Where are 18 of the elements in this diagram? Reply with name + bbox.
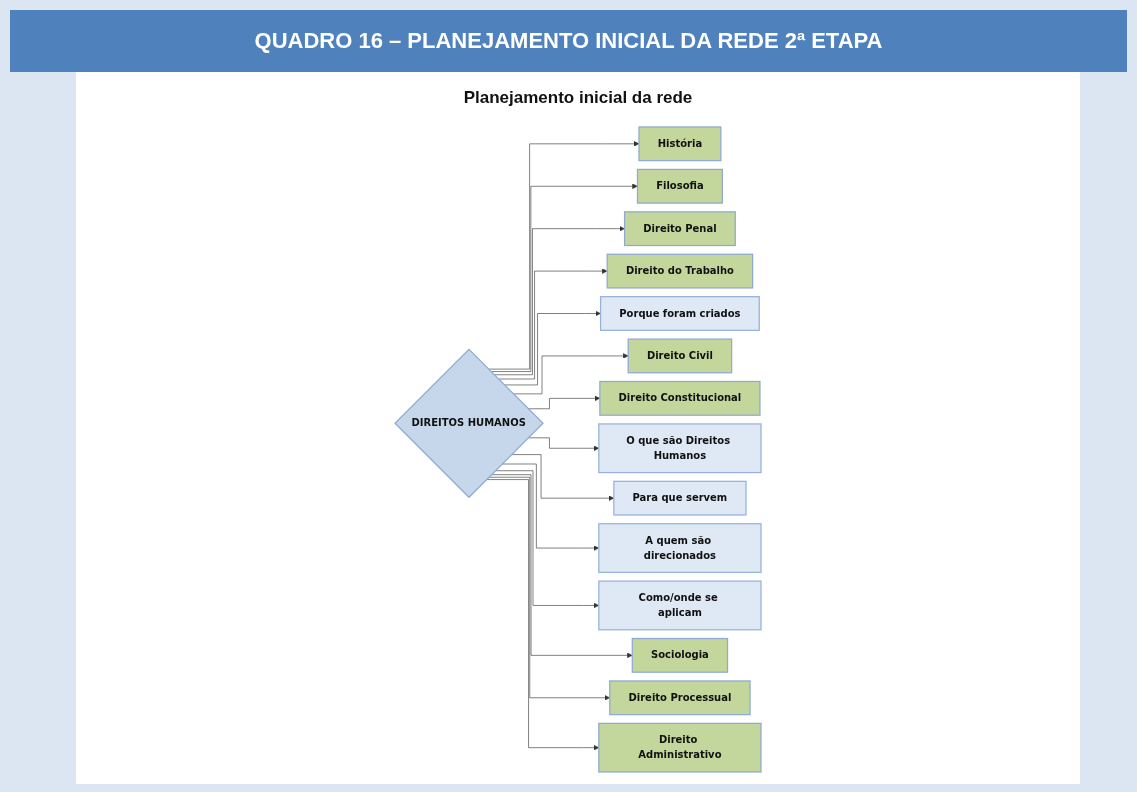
title-banner: QUADRO 16 – PLANEJAMENTO INICIAL DA REDE 2ª ETAPA (10, 10, 1127, 72)
node-diamond (394, 348, 544, 499)
node-box (606, 253, 754, 289)
node-box (598, 523, 762, 573)
node-box (598, 423, 762, 474)
node-box (627, 338, 733, 374)
node-box (636, 168, 723, 204)
node-box (609, 680, 751, 716)
node-box (599, 380, 761, 416)
node-box (638, 126, 722, 162)
diagram-heading: Planejamento inicial da rede (463, 88, 693, 107)
diagram-panel: Planejamento inicial da rede História Filosofia Direito Penal Direito do Trabalho Porque foram criados Direito Civil Direito Constitucional O que são Direitos Humanos Para que servem DIREITOS HUMANOS A quem são direcionados Como/onde se aplicam Sociologia Direito Processual Direito Administrativo (76, 72, 1080, 784)
node-box (631, 637, 729, 673)
node-box (598, 722, 762, 773)
node-box (623, 211, 736, 247)
node-box (613, 480, 747, 516)
node-box (599, 296, 760, 331)
node-box (598, 580, 762, 631)
